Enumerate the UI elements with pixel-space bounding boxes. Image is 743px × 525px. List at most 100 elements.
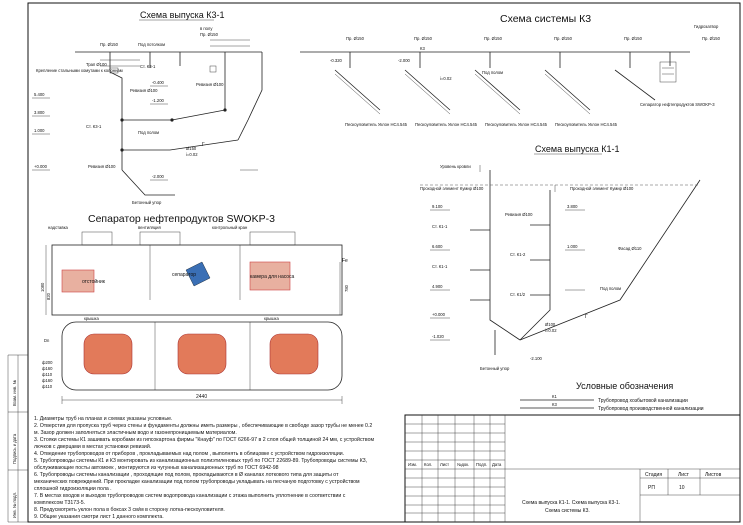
k31-elev-6: -1.200 xyxy=(152,98,165,103)
legend: Условные обозначения К1 К3 Трубопровод х… xyxy=(520,381,704,412)
note-3: м. Зазор должен заполняться эластичным в… xyxy=(34,430,237,436)
k3-code: К3 xyxy=(420,46,425,51)
k11-d: Ø100 xyxy=(545,322,556,327)
sheet-frame xyxy=(27,2,741,523)
side-label-1: Взам. инв. № xyxy=(12,380,17,406)
k3-sep-label: Сепаратор нефтепродуктов SWOKP-3 xyxy=(640,102,715,107)
sep-dn: Dn xyxy=(44,338,50,343)
k11-elev-2: 6.600 xyxy=(432,244,443,249)
side-stamp: Взам. инв. № Подпись и дата Инв. № подл. xyxy=(7,354,28,523)
sep-dim-1080: 1080 xyxy=(40,282,45,292)
legend-code-1: К1 xyxy=(552,394,557,399)
note-10: механических повреждений. При прокладке … xyxy=(34,478,360,485)
k3-pr-1: Пр. Ø150 xyxy=(346,36,365,41)
k11-elev-8: -2.100 xyxy=(530,356,543,361)
k31-rev-1: Ревизия Ø100 xyxy=(130,88,158,93)
note-2: 2. Отверстия для пропуска труб через сте… xyxy=(34,423,372,429)
k11-elev-7: -1.020 xyxy=(432,334,445,339)
k31-elev-1: 5.400 xyxy=(34,92,45,97)
note-9: 6. Трубопроводы системы канализации , пр… xyxy=(34,472,339,478)
k11-beton: Бетонный упор xyxy=(480,366,510,371)
sep-pipe-3: ф110 xyxy=(42,372,53,377)
note-5: лючков с дверцами в местах установки рев… xyxy=(34,443,151,450)
tb-header-6: Дата xyxy=(492,462,502,467)
k31-elev-3: 1.000 xyxy=(34,128,45,133)
k3-elev-1: -0.320 xyxy=(330,58,343,63)
tb-stage-label: Стадия xyxy=(645,472,662,478)
note-1: 1. Диаметры труб на планах и схемах указ… xyxy=(34,416,172,422)
k3-slope: i=0.02 xyxy=(440,76,452,81)
outlet-k11-title: Схема выпуска К1-1 xyxy=(535,144,620,154)
sep-otstoynik: отстойник xyxy=(82,278,106,285)
tb-header-3: Лист xyxy=(440,462,449,467)
sep-kryshka-2: крышка xyxy=(264,316,279,321)
k11-st-2: Ст. К1-2 xyxy=(510,252,526,257)
k31-st-1: Ст. К3-1 xyxy=(140,64,156,69)
note-4: 3. Стояки системы К1 зашивать коробами и… xyxy=(34,436,374,443)
k11-fasad: Фасад Ø110 xyxy=(618,246,642,251)
k3-ugol-4: Пескоуловитель Уклон HC4.545 xyxy=(555,122,618,127)
k3-pod-polom: Под полом xyxy=(482,70,503,75)
k31-pr-2: Пр. Ø150 xyxy=(200,32,219,37)
k11-elev-5: 1.000 xyxy=(567,244,578,249)
k3-pr-6: Пр. Ø150 xyxy=(702,36,721,41)
tb-sheet: 10 xyxy=(679,485,685,491)
side-label-2: Подпись и дата xyxy=(12,433,17,464)
k11-g: Г xyxy=(585,314,588,320)
k31-rev-2: Ревизия Ø100 xyxy=(196,82,224,87)
k31-v-polu: в полу xyxy=(200,26,213,31)
k11-prohod-2: Проходной элемент Кумир Ø100 xyxy=(570,186,634,191)
separator-section-body xyxy=(51,244,343,316)
k31-elev-4: +0.000 xyxy=(34,164,48,169)
k31-diam: Ø150 xyxy=(186,146,197,151)
separator-plan-body xyxy=(61,321,343,391)
note-6: 4. Отведение трубопроводов от приборов ,… xyxy=(34,450,344,457)
separator-drawing: Сепаратор нефтепродуктов SWOKP-3 надстав… xyxy=(40,213,349,404)
legend-text-2: Трубопровод производственной канализации xyxy=(598,405,704,412)
k3-sand-traps xyxy=(334,61,677,115)
outlet-k31-title: Схема выпуска К3-1 xyxy=(140,10,225,20)
note-11: сплошной гидроизоляции пола . xyxy=(34,485,112,492)
k11-prohod-1: Проходной элемент Кумир Ø100 xyxy=(420,186,484,191)
k31-elev-2: 3.800 xyxy=(34,110,45,115)
k11-i: i=0.02 xyxy=(545,328,557,333)
sep-dim-2440: 2440 xyxy=(196,394,207,400)
tb-sheets-label: Листов xyxy=(705,472,722,478)
k11-elev-1: 9.100 xyxy=(432,204,443,209)
k11-elev-3: 4.900 xyxy=(432,284,443,289)
sep-kontrolny-kran: контрольный кран xyxy=(212,225,248,230)
k3-pr-4: Пр. Ø150 xyxy=(554,36,573,41)
sep-ventilyaciya: вентиляция xyxy=(138,225,161,230)
k31-slope: i=0.02 xyxy=(186,152,198,157)
k31-krep: Крепление стальными хомутами к колоннам xyxy=(36,68,123,73)
tb-header-5: Подп. xyxy=(476,462,487,467)
k11-rev: Ревизия Ø100 xyxy=(505,212,533,217)
sep-pipe-1: ф200 xyxy=(42,360,53,365)
tb-header-2: Кол. xyxy=(424,462,432,467)
k3-pr-2: Пр. Ø150 xyxy=(414,36,433,41)
k31-beton: Бетонный упор xyxy=(132,200,162,205)
sep-nadstavka: надставка xyxy=(48,225,69,230)
k31-pr-1: Пр. Ø150 xyxy=(100,42,119,47)
tb-header-1: Изм. xyxy=(408,462,417,467)
k11-elev-4: 3.800 xyxy=(567,204,578,209)
k3-ugol-1: Пескоуловитель Уклон HC4.545 xyxy=(345,122,408,127)
tb-header-4: №док. xyxy=(457,462,469,467)
sep-pipe-5: ф110 xyxy=(42,384,53,389)
k31-g: Г xyxy=(202,142,205,148)
k31-st-2: Ст. К3-1 xyxy=(86,124,102,129)
title-block: Изм. Кол. Лист №док. Подп. Дата Стадия Л… xyxy=(404,414,741,523)
k3-ugol-2: Пескоуловитель Уклон HC4.545 xyxy=(415,122,478,127)
k3-pr-5: Пр. Ø150 xyxy=(624,36,643,41)
tb-sheet-label: Лист xyxy=(678,472,690,478)
sep-fe: Fe xyxy=(342,258,348,264)
sep-separator: сепаратор xyxy=(172,272,196,278)
k11-st-1: Ст. К1-1 xyxy=(432,224,448,229)
side-label-3: Инв. № подл. xyxy=(12,492,17,518)
k11-st-3: Ст. К1-1 xyxy=(432,264,448,269)
note-8: обслуживающие посты автомоек , монтируют… xyxy=(34,465,279,471)
tb-title-2: Схема системы К3. xyxy=(545,508,590,514)
k3-ugol-3: Пескоуловитель Уклон HC4.545 xyxy=(485,122,548,127)
legend-code-2: К3 xyxy=(552,402,557,407)
